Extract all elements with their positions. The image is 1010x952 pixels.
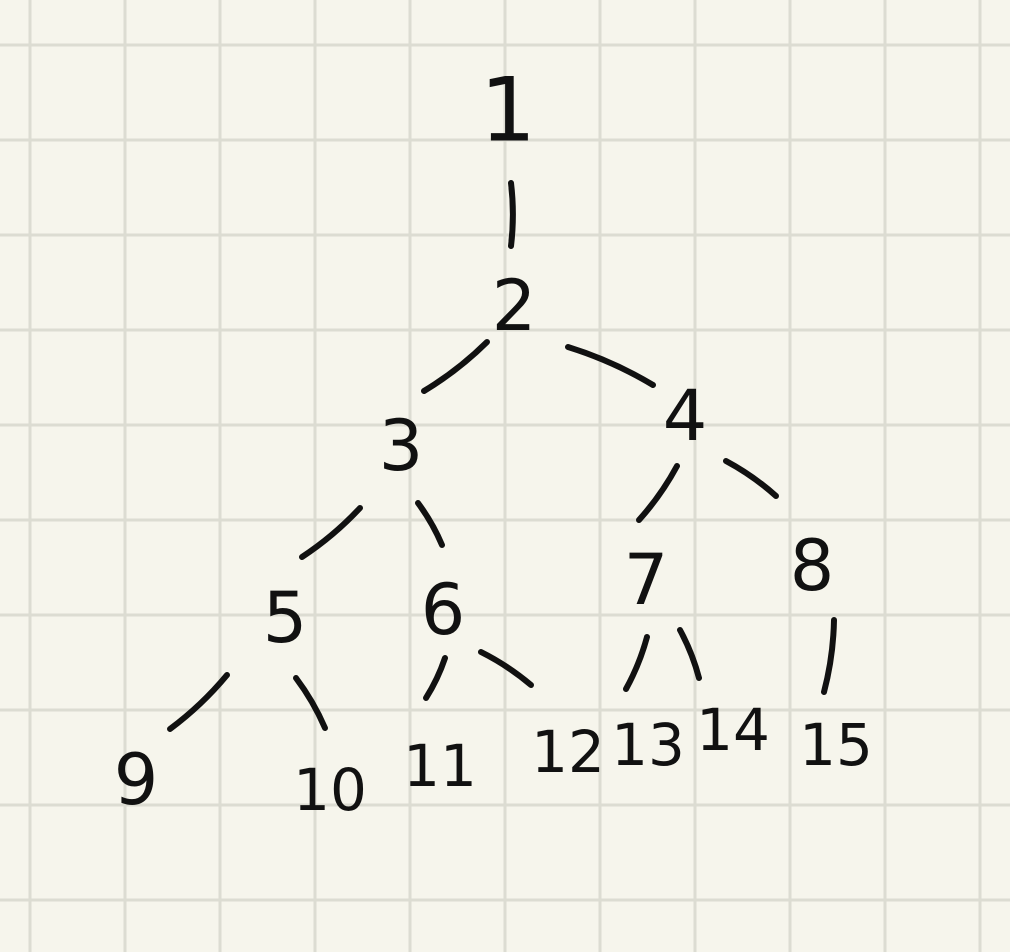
tree-node-1: 1 bbox=[480, 59, 536, 162]
tree-node-7: 7 bbox=[624, 539, 669, 621]
tree-edge-3-6 bbox=[415, 500, 445, 548]
tree-node-6: 6 bbox=[421, 569, 466, 651]
tree-edge-2-3 bbox=[421, 339, 490, 394]
tree-node-14: 14 bbox=[696, 696, 770, 764]
tree-edge-2-4 bbox=[565, 344, 656, 388]
tree-edge-7-14 bbox=[677, 627, 702, 681]
tree-node-11: 11 bbox=[403, 732, 477, 800]
tree-node-5: 5 bbox=[263, 577, 308, 659]
tree-node-4: 4 bbox=[663, 375, 708, 457]
tree-edge-4-7 bbox=[636, 463, 680, 523]
tree-node-2: 2 bbox=[492, 265, 537, 347]
tree-edge-3-5 bbox=[299, 505, 363, 560]
tree-edges bbox=[167, 180, 837, 732]
tree-edge-6-12 bbox=[478, 649, 534, 688]
tree-edge-7-13 bbox=[623, 634, 650, 692]
tree-edge-6-11 bbox=[423, 655, 448, 701]
tree-node-13: 13 bbox=[611, 711, 685, 779]
tree-node-9: 9 bbox=[114, 739, 159, 821]
tree-edge-1-2 bbox=[508, 180, 516, 249]
tree-node-8: 8 bbox=[790, 525, 835, 607]
tree-edge-5-10 bbox=[293, 675, 328, 731]
tree-edge-4-8 bbox=[723, 458, 779, 499]
tree-edge-5-9 bbox=[167, 672, 230, 732]
tree-edge-8-15 bbox=[821, 617, 837, 695]
tree-node-3: 3 bbox=[379, 405, 424, 487]
tree-node-15: 15 bbox=[799, 711, 873, 779]
tree-node-10: 10 bbox=[293, 756, 367, 824]
tree-node-12: 12 bbox=[531, 718, 605, 786]
